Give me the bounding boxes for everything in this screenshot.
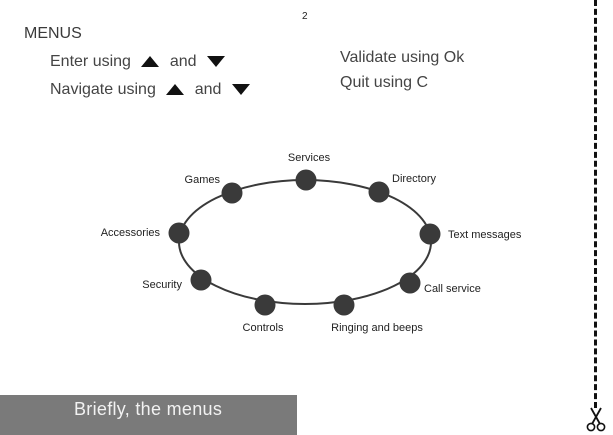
enter-instruction-and: and (169, 53, 197, 70)
menu-node-label-text-messages: Text messages (448, 229, 522, 241)
menu-node-label-controls: Controls (243, 322, 284, 334)
triangle-up-icon (141, 56, 160, 68)
menu-node-directory (368, 181, 390, 203)
menu-node-label-call-service: Call service (424, 283, 481, 295)
menu-node-label-accessories: Accessories (101, 227, 161, 239)
menu-node-label-services: Services (288, 152, 331, 164)
footer-banner (0, 395, 297, 435)
navigate-instruction-prefix: Navigate using (50, 81, 156, 98)
menu-node-services (295, 169, 317, 191)
menu-node-call-service (399, 272, 421, 294)
menus-title: MENUS (24, 25, 82, 42)
page-number: 2 (302, 11, 308, 22)
menu-node-games (221, 182, 243, 204)
footer-title: Briefly, the menus (74, 399, 223, 419)
menu-node-ringing-and-beeps (333, 294, 355, 316)
cut-line (594, 0, 597, 408)
menu-node-label-ringing-and-beeps: Ringing and beeps (331, 322, 423, 334)
enter-instruction-prefix: Enter using (50, 53, 131, 70)
menu-node-label-games: Games (185, 174, 221, 186)
menu-node-accessories (168, 222, 190, 244)
validate-instruction: Validate using Ok (340, 49, 465, 66)
quit-instruction: Quit using C (340, 74, 429, 91)
menu-node-label-security: Security (142, 279, 182, 291)
navigate-instruction-and: and (194, 81, 222, 98)
triangle-down-icon (231, 84, 250, 96)
navigate-instruction: Navigate using and (50, 81, 256, 99)
menu-node-security (190, 269, 212, 291)
menu-node-text-messages (419, 223, 441, 245)
triangle-up-icon (166, 84, 185, 96)
scissors-icon (586, 407, 606, 432)
menu-node-controls (254, 294, 276, 316)
triangle-down-icon (207, 56, 225, 68)
enter-instruction: Enter using and (50, 53, 231, 71)
menu-cycle-ellipse (178, 179, 432, 305)
menu-node-label-directory: Directory (392, 173, 437, 185)
